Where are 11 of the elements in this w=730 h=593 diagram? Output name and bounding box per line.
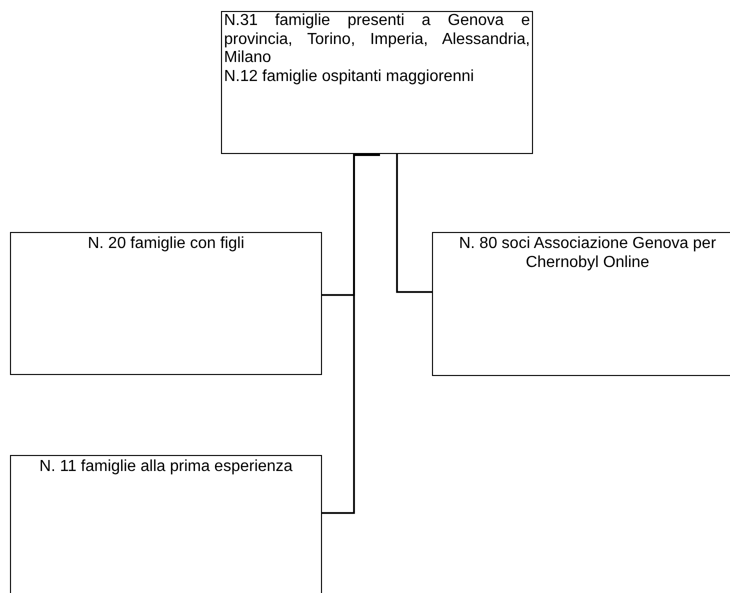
text-box [10, 232, 322, 375]
text-box [432, 232, 730, 376]
box-text: N. 80 soci Associazione Genova per Chernobyl Online [458, 235, 718, 272]
box-text: N. 11 famiglie alla prima esperienza [38, 458, 294, 476]
text-box [221, 11, 533, 154]
connector-line [322, 154, 355, 514]
box-text: N. 20 famiglie con figli [86, 235, 246, 254]
text-box [10, 455, 322, 593]
connector-line [396, 154, 432, 293]
box-text: N.31 famiglie presenti a Genova e provincia, Torino, Imperia, Alessandria, Milano [224, 12, 530, 68]
box-text: N.12 famiglie ospitanti maggiorenni [224, 68, 475, 86]
